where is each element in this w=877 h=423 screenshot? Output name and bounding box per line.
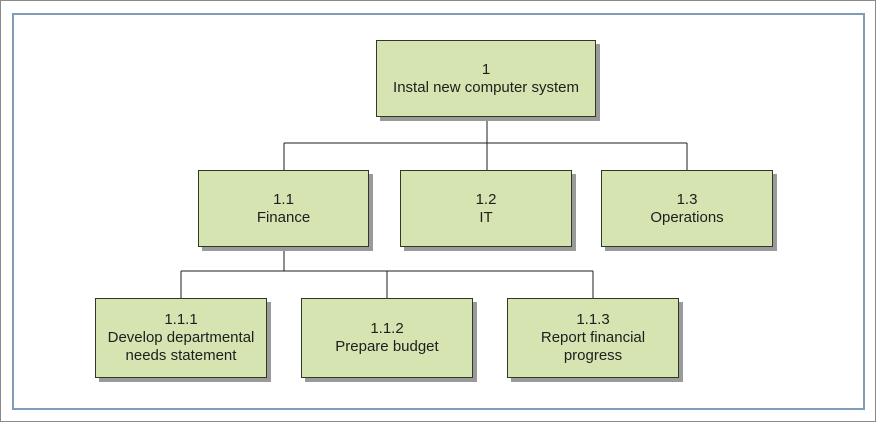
node-1-1-3-label: Report financial progress bbox=[540, 329, 646, 364]
node-it-label: IT bbox=[479, 208, 493, 226]
node-operations-label: Operations bbox=[650, 208, 724, 226]
node-1-1-3-number: 1.1.3 bbox=[576, 311, 610, 328]
node-1-1-1-label: Develop departmental needs statement bbox=[107, 329, 255, 364]
node-finance: 1.1 Finance bbox=[198, 170, 369, 247]
node-finance-label: Finance bbox=[256, 208, 311, 226]
node-1-1-2-number: 1.1.2 bbox=[370, 320, 404, 337]
node-1-1-1-number: 1.1.1 bbox=[164, 311, 198, 328]
node-1-1-3: 1.1.3 Report financial progress bbox=[507, 298, 679, 378]
node-it: 1.2 IT bbox=[400, 170, 572, 247]
node-1-1-2: 1.1.2 Prepare budget bbox=[301, 298, 473, 378]
node-operations-number: 1.3 bbox=[676, 190, 698, 208]
node-1-1-1: 1.1.1 Develop departmental needs stateme… bbox=[95, 298, 267, 378]
node-operations: 1.3 Operations bbox=[601, 170, 773, 247]
node-finance-number: 1.1 bbox=[273, 190, 294, 208]
node-root: 1 Instal new computer system bbox=[376, 40, 596, 117]
node-1-1-2-label: Prepare budget bbox=[335, 338, 439, 355]
node-root-label: Instal new computer system bbox=[393, 78, 579, 96]
node-root-number: 1 bbox=[481, 60, 491, 78]
node-it-number: 1.2 bbox=[475, 190, 497, 208]
